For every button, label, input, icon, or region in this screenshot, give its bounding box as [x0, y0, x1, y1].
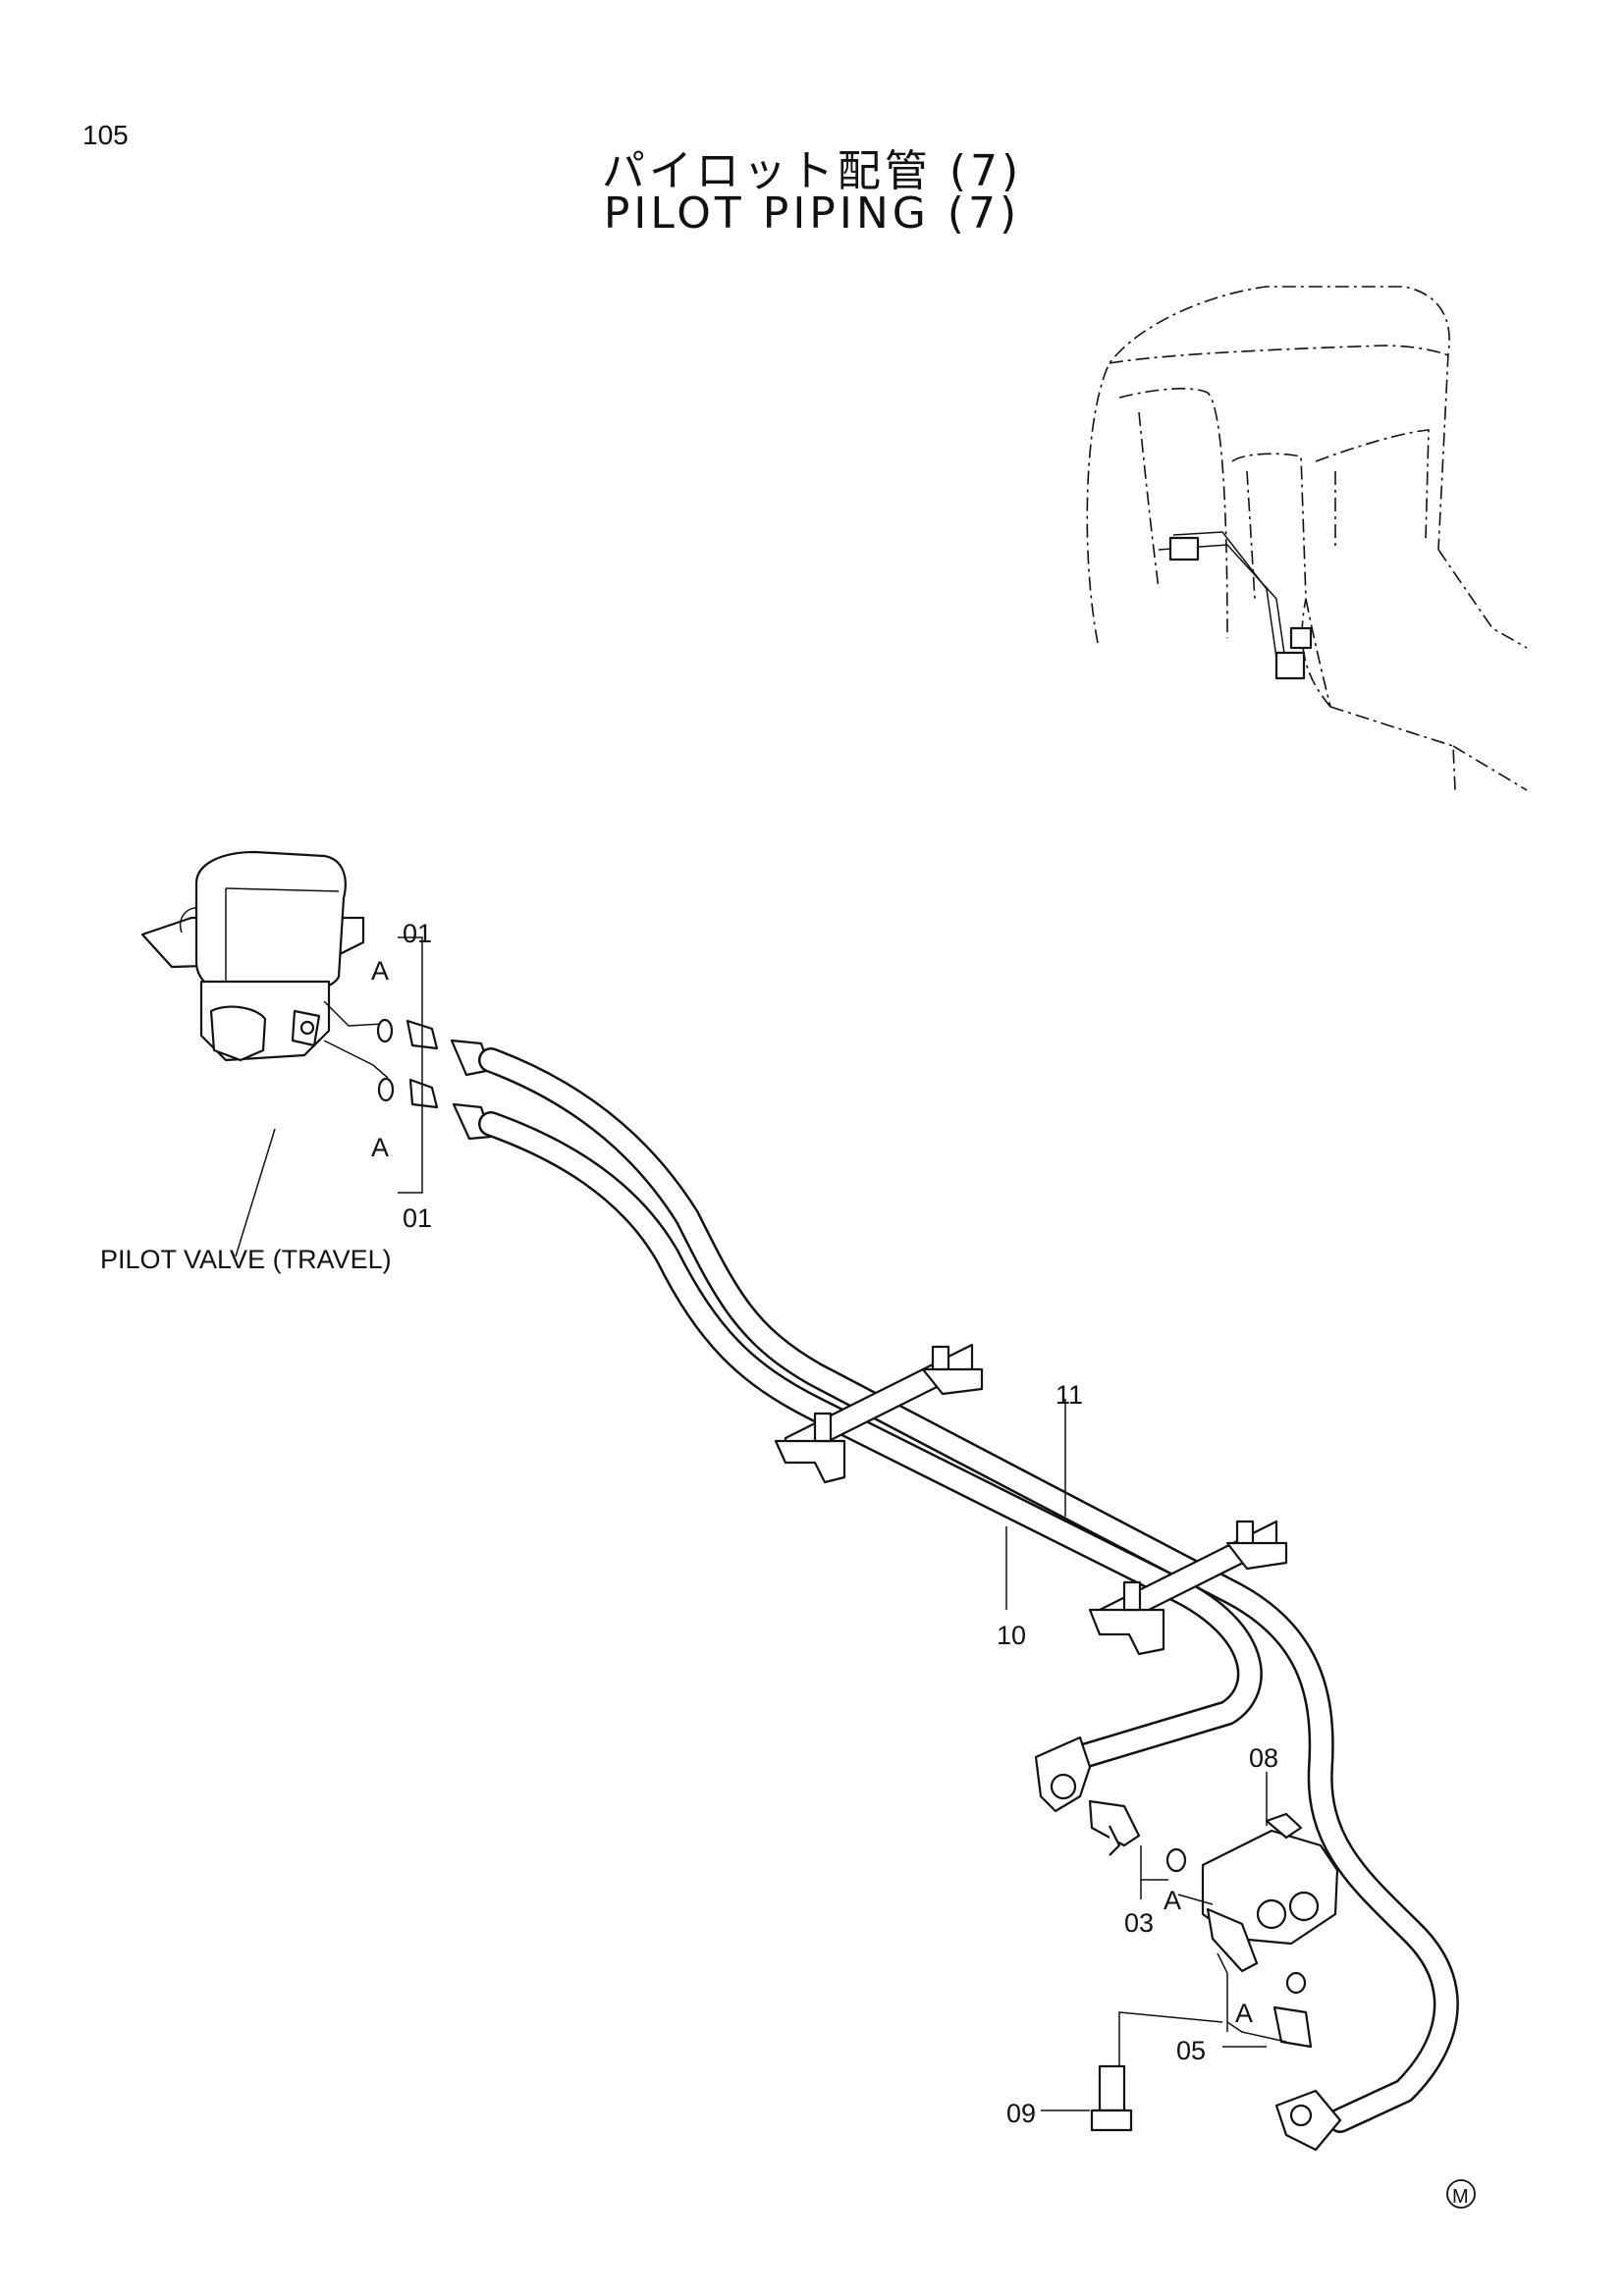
hose-10 — [478, 1111, 1263, 1770]
callout-a-top: A — [371, 956, 389, 986]
hose-11 — [478, 1047, 1459, 2133]
callout-09: 09 — [1006, 2099, 1036, 2128]
callout-a-bottom: A — [371, 1133, 389, 1162]
valve-fittings — [323, 1000, 493, 1141]
callout-11: 11 — [1056, 1380, 1083, 1410]
lower-assembly — [1034, 1735, 1342, 2152]
leader-lines — [235, 936, 1287, 2111]
mark-letter: M — [1452, 2186, 1469, 2208]
pilot-valve-label: PILOT VALVE (TRAVEL) — [100, 1245, 392, 1274]
manufacturer-mark: M — [1446, 2179, 1476, 2209]
title-english: PILOT PIPING (7) — [603, 188, 1021, 239]
callout-01-top: 01 — [403, 919, 432, 948]
callout-08: 08 — [1249, 1743, 1278, 1773]
page-number: 105 — [82, 120, 129, 150]
title-japanese: パイロット配管 (7) — [601, 146, 1023, 196]
callout-10: 10 — [997, 1621, 1026, 1650]
support-brackets — [774, 1343, 1288, 1656]
cab-location-sketch — [1086, 286, 1528, 791]
pilot-valve-travel — [140, 850, 365, 1062]
callout-03: 03 — [1124, 1908, 1154, 1938]
callout-a-low: A — [1235, 1999, 1253, 2028]
callout-01-bottom: 01 — [403, 1203, 432, 1233]
callout-a-mid: A — [1164, 1886, 1181, 1915]
callout-05: 05 — [1176, 2036, 1206, 2065]
